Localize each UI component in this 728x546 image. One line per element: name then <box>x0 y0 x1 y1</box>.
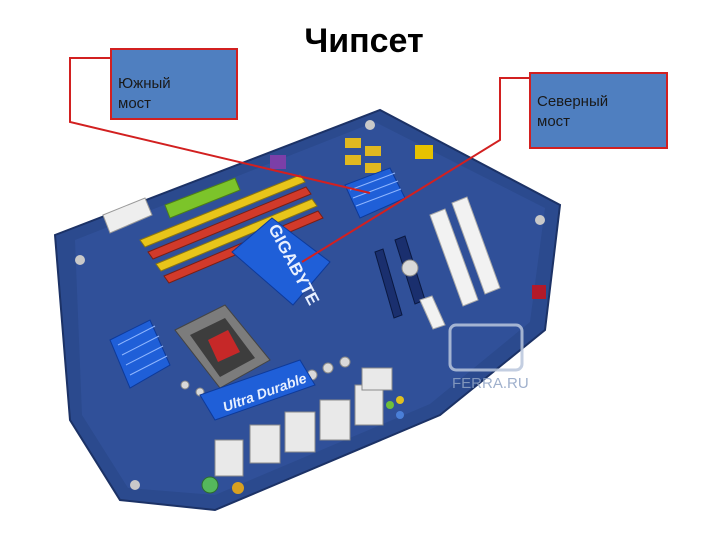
watermark-label: FERRA.RU <box>452 375 529 392</box>
rear-io-panel <box>214 367 393 477</box>
callout-north-bridge: Северный мост <box>529 72 668 149</box>
power-connector <box>102 197 153 234</box>
slide-title: Чипсет <box>304 22 424 60</box>
purple-connector <box>270 155 286 169</box>
sata-ports <box>345 138 433 173</box>
red-header <box>532 285 546 299</box>
vrm-heatsink-left <box>109 319 171 389</box>
ps2-port <box>201 476 219 494</box>
audio-jacks <box>386 396 404 419</box>
vrm-heatsink-bottom <box>199 359 316 421</box>
green-connector <box>164 177 241 219</box>
callout-south-bridge: Южный мост <box>110 48 238 120</box>
north-bridge-heatsink <box>231 217 331 306</box>
south-bridge-connector <box>69 57 371 194</box>
watermark: FERRA.RU <box>448 323 529 392</box>
north-bridge-connector <box>301 77 529 263</box>
